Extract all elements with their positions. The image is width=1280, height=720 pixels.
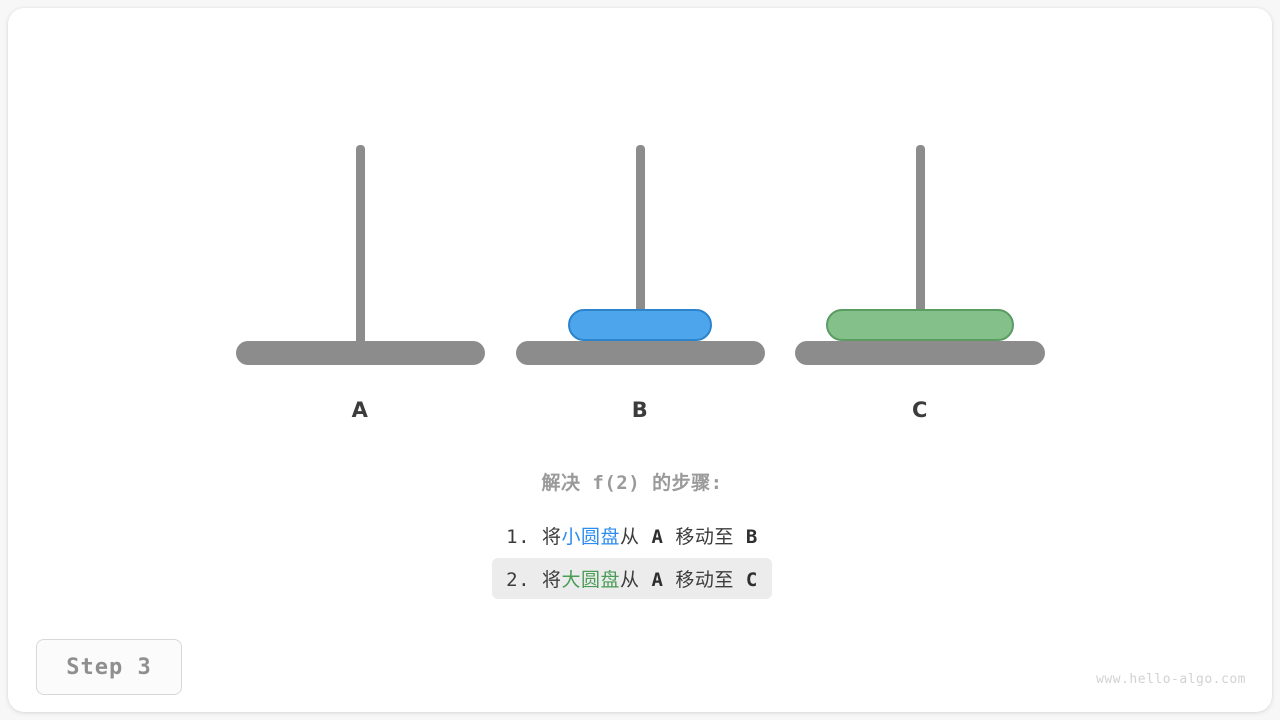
caption-block: 解决 f(2) 的步骤: 1. 将小圆盘从 A 移动至 B 2. 将大圆盘从 A…	[0, 468, 1264, 601]
step-2-from-peg: A	[651, 569, 664, 591]
tower-label-b: B	[631, 398, 649, 422]
base-a	[235, 341, 485, 365]
step-list: 1. 将小圆盘从 A 移动至 B 2. 将大圆盘从 A 移动至 C	[492, 515, 772, 601]
watermark: www.hello-algo.com	[1096, 672, 1246, 687]
pillar-a	[355, 145, 365, 350]
tower-label-c: C	[912, 398, 928, 422]
step-1-index: 1.	[506, 526, 531, 548]
step-2-index: 2.	[506, 569, 531, 591]
step-1-move-word: 移动至	[675, 526, 734, 548]
step-row-1: 1. 将小圆盘从 A 移动至 B	[492, 515, 772, 556]
base-c	[795, 341, 1045, 365]
step-badge: Step 3	[36, 639, 182, 695]
step-2-verb: 将	[542, 569, 562, 591]
step-2-disk: 大圆盘	[561, 569, 621, 591]
disk-large-on-c	[826, 309, 1014, 341]
step-1-to-peg: B	[745, 526, 758, 548]
step-1-from-peg: A	[651, 526, 664, 548]
step-2-to-peg: C	[745, 569, 758, 591]
step-2-move-word: 移动至	[675, 569, 734, 591]
step-1-disk: 小圆盘	[561, 526, 621, 548]
disk-small-on-b	[568, 309, 712, 341]
step-row-2: 2. 将大圆盘从 A 移动至 C	[492, 558, 772, 599]
step-1-from-word: 从	[620, 526, 640, 548]
step-2-from-word: 从	[620, 569, 640, 591]
pillar-c	[915, 145, 925, 350]
step-1-verb: 将	[542, 526, 562, 548]
base-b	[515, 341, 765, 365]
caption-title: 解决 f(2) 的步骤:	[541, 472, 723, 494]
pillar-b	[635, 145, 645, 350]
tower-label-a: A	[351, 398, 369, 422]
